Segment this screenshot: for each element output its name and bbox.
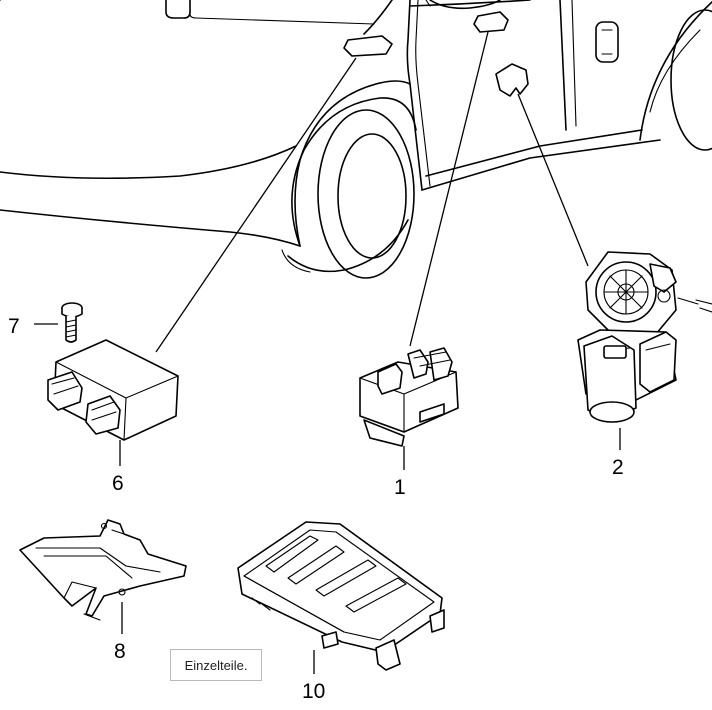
leader-lines bbox=[155, 31, 589, 353]
part-2-window-motor bbox=[577, 251, 712, 450]
part-10-control-module bbox=[237, 521, 445, 674]
part-1-switch bbox=[359, 347, 459, 470]
body-mount-markers bbox=[165, 0, 529, 97]
part-6-control-unit bbox=[47, 339, 179, 466]
part-label-10: 10 bbox=[302, 680, 325, 703]
part-label-1: 1 bbox=[394, 476, 406, 499]
caption-box: Einzelteile. bbox=[170, 649, 262, 681]
part-label-6: 6 bbox=[112, 472, 124, 495]
part-label-8: 8 bbox=[114, 640, 126, 663]
part-7-screw bbox=[34, 302, 83, 343]
part-8-bracket bbox=[19, 519, 187, 634]
part-label-7: 7 bbox=[8, 315, 20, 338]
car-body-illustration bbox=[0, 0, 712, 279]
part-labels: 7 6 1 2 8 10 bbox=[8, 315, 624, 703]
part-label-2: 2 bbox=[612, 456, 624, 479]
